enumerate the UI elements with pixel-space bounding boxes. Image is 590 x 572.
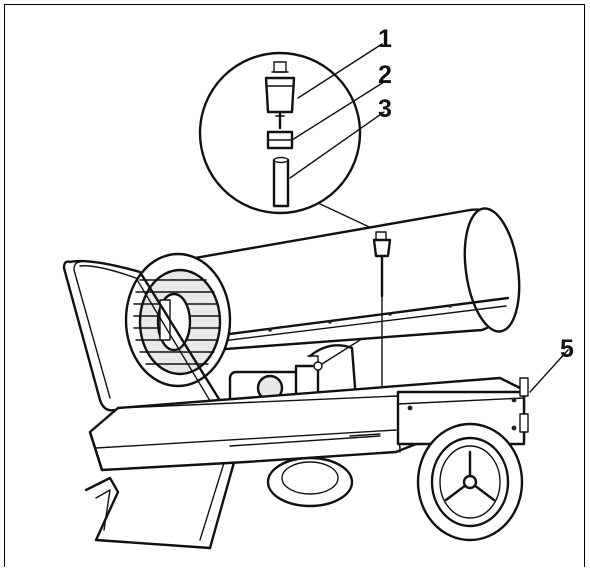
- front-wheel: [416, 422, 524, 542]
- nozzle-nut-detail: [266, 130, 294, 150]
- tank-nozzle: [372, 231, 392, 401]
- rear-screw-top: [511, 397, 517, 403]
- leader-5: [529, 349, 569, 393]
- rear-wheel: [266, 456, 354, 508]
- fan-grille: [124, 252, 232, 388]
- leader-3: [289, 111, 385, 179]
- detail-magnifier: [198, 51, 362, 215]
- nozzle-assembly-detail: [264, 61, 296, 130]
- callout-2: 2: [378, 61, 392, 89]
- leader-2: [291, 81, 385, 141]
- nozzle-pipe-detail: [272, 156, 290, 208]
- base-chassis: [88, 376, 529, 472]
- heater-tank: [170, 207, 521, 352]
- callout-5: 5: [560, 335, 574, 363]
- leader-1: [297, 43, 383, 99]
- rear-screw-bottom: [511, 425, 517, 431]
- callout-1: 1: [378, 25, 392, 53]
- callout-3: 3: [378, 95, 392, 123]
